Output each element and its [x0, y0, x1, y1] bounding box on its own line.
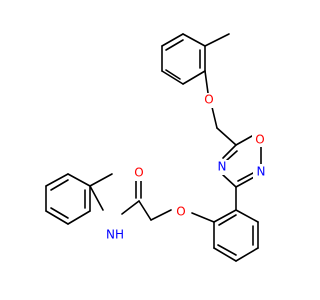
svg-text:NH: NH [106, 228, 124, 242]
oxygen-atom-ether-middle: O [173, 204, 189, 219]
bond [161, 70, 184, 85]
bond [213, 247, 237, 262]
svg-text:O: O [134, 166, 143, 180]
svg-text:O: O [255, 133, 264, 147]
bond [222, 144, 237, 159]
bond [67, 210, 91, 225]
amide-nitrogen-atom: NH [104, 227, 126, 242]
bond [222, 174, 237, 188]
bond [50, 207, 69, 219]
bond [211, 106, 218, 129]
bond [165, 39, 184, 51]
oxygen-atom-ring: O [252, 132, 268, 147]
bond [237, 171, 256, 182]
bond [204, 70, 209, 94]
oxygen-atom-carbonyl: O [131, 166, 147, 181]
svg-text:N: N [218, 160, 227, 174]
bond [216, 127, 237, 146]
bond [218, 214, 237, 226]
atom-labels-group: O O N N O O NH [104, 93, 269, 242]
bond [182, 33, 206, 47]
bond [89, 173, 113, 187]
nitrogen-atom-ring-left: N [214, 160, 230, 175]
bond [204, 33, 230, 47]
svg-text:N: N [257, 165, 266, 179]
bond [138, 200, 152, 221]
bond [50, 179, 69, 191]
bond [235, 209, 259, 223]
bond [182, 70, 206, 85]
bond [89, 185, 104, 211]
bond [67, 173, 91, 187]
bond [226, 150, 238, 161]
bonds-group [45, 33, 262, 262]
bond [235, 135, 253, 146]
bond [150, 209, 172, 221]
bond [235, 247, 259, 262]
nitrogen-atom-ring-right: N [253, 164, 269, 179]
bond [235, 175, 257, 188]
bond [121, 200, 140, 215]
bond [191, 212, 215, 223]
bond [161, 33, 184, 47]
bond [165, 69, 181, 80]
molecule-canvas: O O N N O O NH [45, 33, 269, 262]
bond [213, 209, 237, 223]
chemical-structure-diagram: O O N N O O NH [45, 33, 269, 262]
bond [217, 244, 237, 256]
svg-text:O: O [176, 205, 185, 219]
oxygen-atom-ether-top: O [201, 93, 217, 108]
bond [45, 210, 69, 225]
bond [45, 173, 69, 187]
svg-text:O: O [204, 93, 213, 107]
